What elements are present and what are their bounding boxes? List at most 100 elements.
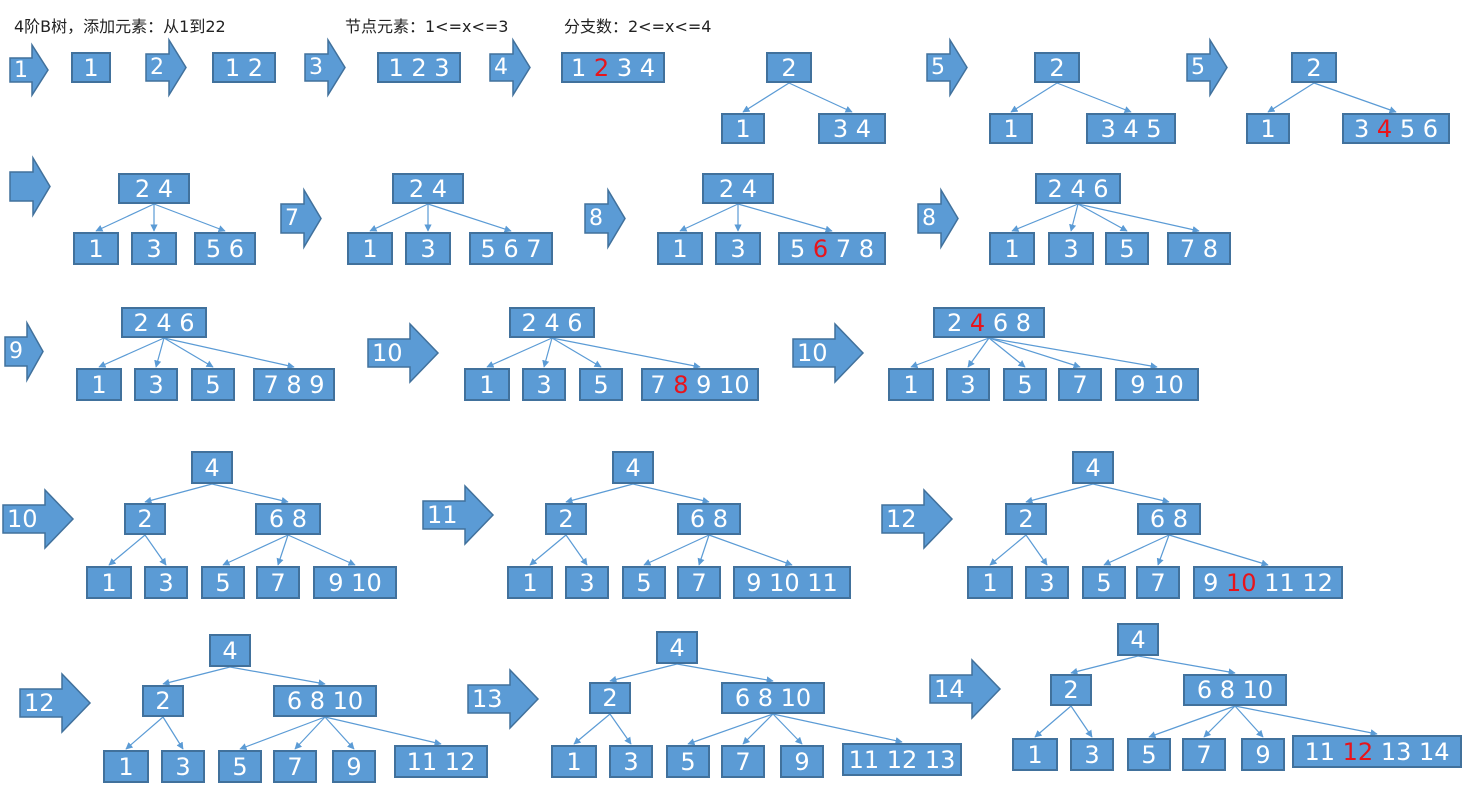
- tree-edge: [1234, 705, 1378, 737]
- node-elements-rule: 节点元素：1<=x<=3: [345, 17, 509, 36]
- tree-edge: [239, 716, 326, 751]
- tree-edge: [1203, 705, 1236, 738]
- step-arrow-label: 2: [150, 55, 164, 80]
- btree-node: 3: [131, 232, 177, 265]
- tree-edge: [1025, 483, 1094, 504]
- btree-node: 6 8 10: [721, 682, 825, 714]
- btree-node: 3: [1048, 232, 1094, 265]
- btree-node: 11 12 13 14: [1292, 735, 1462, 768]
- step-arrow-shape: [792, 322, 865, 384]
- node-key: 9: [794, 747, 810, 776]
- tree-edge: [1092, 483, 1170, 505]
- node-key: 5: [232, 752, 248, 781]
- node-key: 6 8: [1149, 505, 1189, 533]
- node-key: 11 12: [1256, 568, 1333, 597]
- node-key: 3: [623, 747, 639, 776]
- node-key-highlighted: 8: [673, 370, 689, 399]
- node-key: 5 6: [1392, 114, 1438, 143]
- node-key: 5: [636, 568, 652, 597]
- step-arrow-label: 9: [9, 339, 23, 364]
- tree-edge: [125, 716, 164, 750]
- btree-node: 1: [989, 232, 1035, 265]
- tree-edge: [1234, 705, 1264, 738]
- node-key: 11 12 13: [848, 745, 956, 774]
- tree-edge: [1103, 534, 1170, 566]
- btree-node: 1: [347, 232, 393, 265]
- tree-edge: [1069, 203, 1079, 232]
- node-key: 3: [960, 370, 976, 399]
- node-key: 1: [101, 568, 117, 597]
- node-key: 2: [1306, 53, 1322, 82]
- tree-edge: [542, 337, 553, 368]
- step-arrow-shape: [9, 42, 49, 98]
- btree-node: 5: [1105, 232, 1149, 265]
- node-key: 7: [650, 370, 674, 399]
- node-key: 3: [420, 234, 436, 263]
- btree-node: 7: [721, 745, 765, 778]
- tree-edge: [1070, 705, 1093, 738]
- tree-edge: [1148, 705, 1236, 739]
- node-key: 9 10: [688, 370, 750, 399]
- btree-node: 9 10 11: [733, 566, 851, 599]
- node-key: 7: [287, 752, 303, 781]
- node-key: 5: [593, 370, 609, 399]
- node-key: 1: [571, 53, 594, 82]
- tree-edge: [294, 716, 326, 750]
- btree-node: 9: [780, 745, 824, 778]
- btree-node: 1: [888, 368, 934, 401]
- node-key: 1: [1004, 234, 1020, 263]
- btree-node: 5: [191, 368, 235, 401]
- btree-node: 3: [522, 368, 566, 401]
- step-arrow-shape: [489, 37, 531, 98]
- node-key: 1: [1003, 114, 1019, 143]
- node-key: 11 12: [406, 747, 476, 776]
- node-key: 2 4 6: [521, 308, 583, 337]
- btree-node: 1: [967, 566, 1013, 599]
- tree-edge: [1156, 534, 1170, 566]
- btree-node: 5 6 7: [469, 232, 553, 265]
- btree-node: 3: [946, 368, 990, 401]
- tree-edge: [1077, 203, 1128, 232]
- btree-node: 11 12: [394, 745, 488, 778]
- node-key: 4: [222, 636, 238, 665]
- tree-edge: [529, 534, 567, 566]
- node-key: 7 8 9: [263, 370, 325, 399]
- tree-edge: [687, 713, 774, 746]
- tree-edge: [486, 337, 553, 368]
- node-key: 9: [1203, 568, 1226, 597]
- tree-edge: [324, 716, 355, 750]
- btree-node: 5: [201, 566, 245, 599]
- btree-node: 1: [76, 368, 122, 401]
- tree-edge: [742, 82, 790, 113]
- step-arrow-label: 5: [1191, 55, 1205, 80]
- node-key: 2 4: [134, 174, 174, 203]
- btree-node: 7: [1058, 368, 1102, 401]
- tree-edge: [162, 716, 184, 750]
- tree-edge: [788, 82, 853, 113]
- btree-node: 2 4 6 8: [933, 307, 1045, 338]
- node-key: 9: [1255, 740, 1271, 769]
- btree-node: 2: [589, 682, 631, 714]
- btree-node: 6 8 10: [273, 685, 377, 717]
- btree-node: 1: [551, 745, 597, 778]
- step-arrow-label: 3: [309, 55, 323, 80]
- btree-node: 3: [609, 745, 653, 778]
- node-key: 5: [205, 370, 221, 399]
- btree-node: 1: [1246, 113, 1290, 144]
- tree-edge: [1011, 203, 1079, 232]
- node-key-highlighted: 6: [812, 234, 829, 263]
- node-key: 9: [346, 752, 362, 781]
- tree-edge: [162, 666, 231, 686]
- node-key: 3: [579, 568, 595, 597]
- btree-node: 9: [332, 750, 376, 783]
- btree-node: 7: [677, 566, 721, 599]
- btree-node: 1: [86, 566, 132, 599]
- node-key: 9 10: [1130, 370, 1184, 399]
- step-arrow-label: 14: [934, 675, 965, 703]
- node-key: 6 8: [689, 505, 729, 533]
- tree-edge: [1077, 203, 1200, 234]
- tree-edge: [551, 337, 701, 370]
- btree-node: 5: [579, 368, 623, 401]
- btree-node: 3: [565, 566, 609, 599]
- tree-edge: [229, 666, 326, 687]
